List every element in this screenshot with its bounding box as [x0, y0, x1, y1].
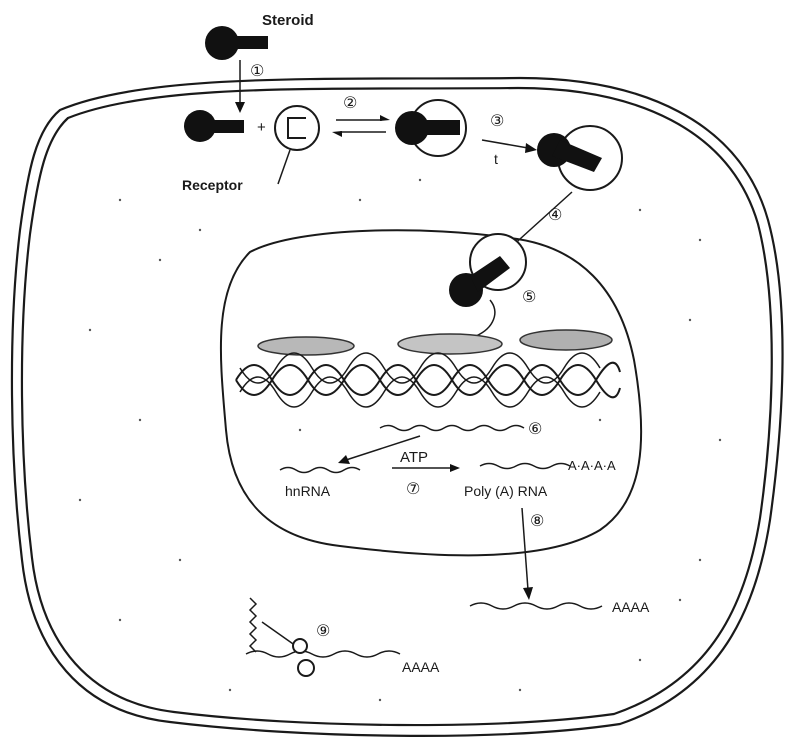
plus-sign: +	[257, 119, 266, 136]
step-5-marker: ⑤	[522, 287, 536, 306]
atp-label: ATP	[400, 449, 428, 466]
step-4-marker: ④	[548, 205, 562, 224]
chromatin-protein	[520, 330, 612, 350]
new-transcript	[380, 426, 524, 431]
cell-membrane-inner	[22, 88, 772, 725]
steroid-label: Steroid	[262, 12, 314, 29]
step-7-marker: ⑦	[406, 479, 420, 498]
steroid-molecule-intracellular	[184, 110, 244, 142]
cell-membrane-outer	[12, 78, 783, 736]
receptor-label: Receptor	[182, 177, 243, 193]
step-2-marker: ②	[343, 93, 357, 112]
poly-a-tail-nuclear: A·A·A·A	[568, 458, 616, 473]
poly-a-tail-ribosome: AAAA	[402, 659, 440, 675]
nascent-peptide	[250, 598, 256, 652]
poly-a-rna-label: Poly (A) RNA	[464, 483, 548, 499]
chromatin-protein	[258, 337, 354, 355]
dna-double-helix	[236, 353, 620, 407]
hnrna-strand	[280, 468, 360, 473]
ribosome-large-subunit	[293, 639, 307, 653]
translated-mrna	[246, 651, 400, 657]
ribosome-small-subunit	[298, 660, 314, 676]
step-3-marker: ③	[490, 111, 504, 130]
cytoplasmic-mrna	[470, 603, 602, 609]
step-9-marker: ⑨	[316, 621, 330, 640]
hnrna-label: hnRNA	[285, 483, 331, 499]
steroid-receptor-complex	[395, 100, 466, 156]
receptor-protein	[275, 106, 319, 150]
poly-a-tail-cytoplasm: AAAA	[612, 599, 650, 615]
step-8-marker: ⑧	[530, 511, 544, 530]
chromatin-protein	[398, 334, 502, 354]
step-1-marker: ①	[250, 61, 264, 80]
t-label: t	[494, 151, 498, 167]
poly-a-rna-strand	[480, 464, 570, 469]
steroid-molecule-extracellular	[205, 26, 268, 60]
activated-receptor-complex	[537, 126, 622, 190]
nuclear-receptor-complex	[449, 234, 526, 307]
cytoplasm-texture	[79, 179, 721, 701]
step-6-marker: ⑥	[528, 419, 542, 438]
